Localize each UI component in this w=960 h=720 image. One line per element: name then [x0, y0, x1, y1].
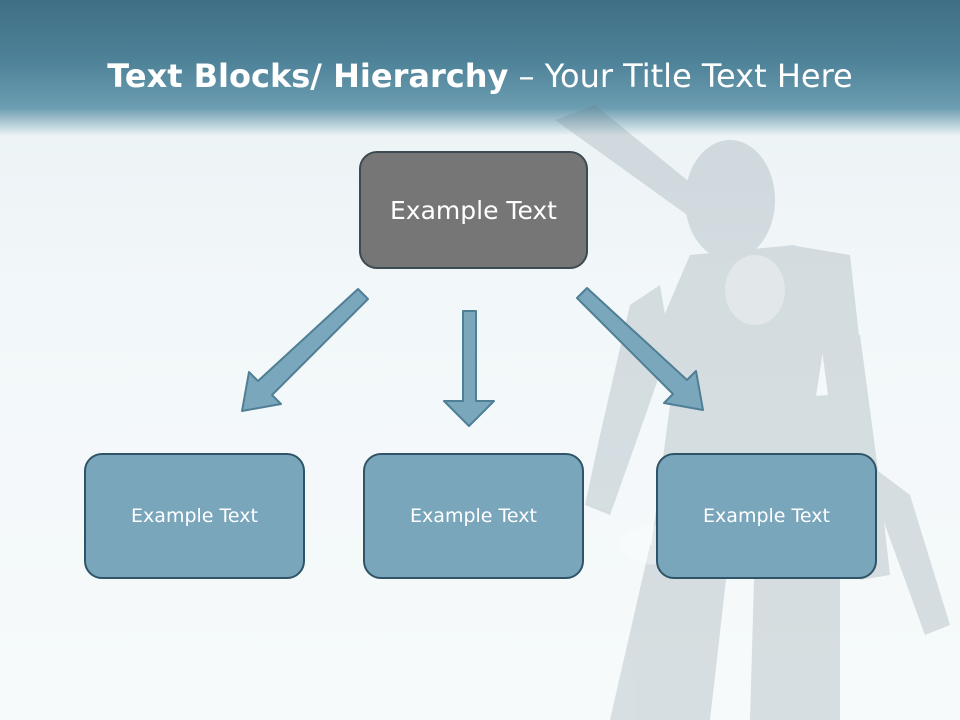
title-rest-part: – Your Title Text Here [508, 57, 853, 95]
slide-title: Text Blocks/ Hierarchy – Your Title Text… [0, 52, 960, 100]
child-node-label: Example Text [703, 505, 830, 527]
child-node-right[interactable]: Example Text [656, 453, 877, 579]
child-node-label: Example Text [410, 505, 537, 527]
arrow-right [576, 287, 704, 411]
child-node-left[interactable]: Example Text [84, 453, 305, 579]
title-bold-part: Text Blocks/ Hierarchy [107, 57, 509, 95]
top-node[interactable]: Example Text [359, 151, 588, 269]
top-node-label: Example Text [390, 195, 557, 225]
arrow-center [443, 310, 495, 427]
child-node-center[interactable]: Example Text [363, 453, 584, 579]
header-band [0, 0, 960, 135]
child-node-label: Example Text [131, 505, 258, 527]
arrow-left [241, 288, 369, 412]
